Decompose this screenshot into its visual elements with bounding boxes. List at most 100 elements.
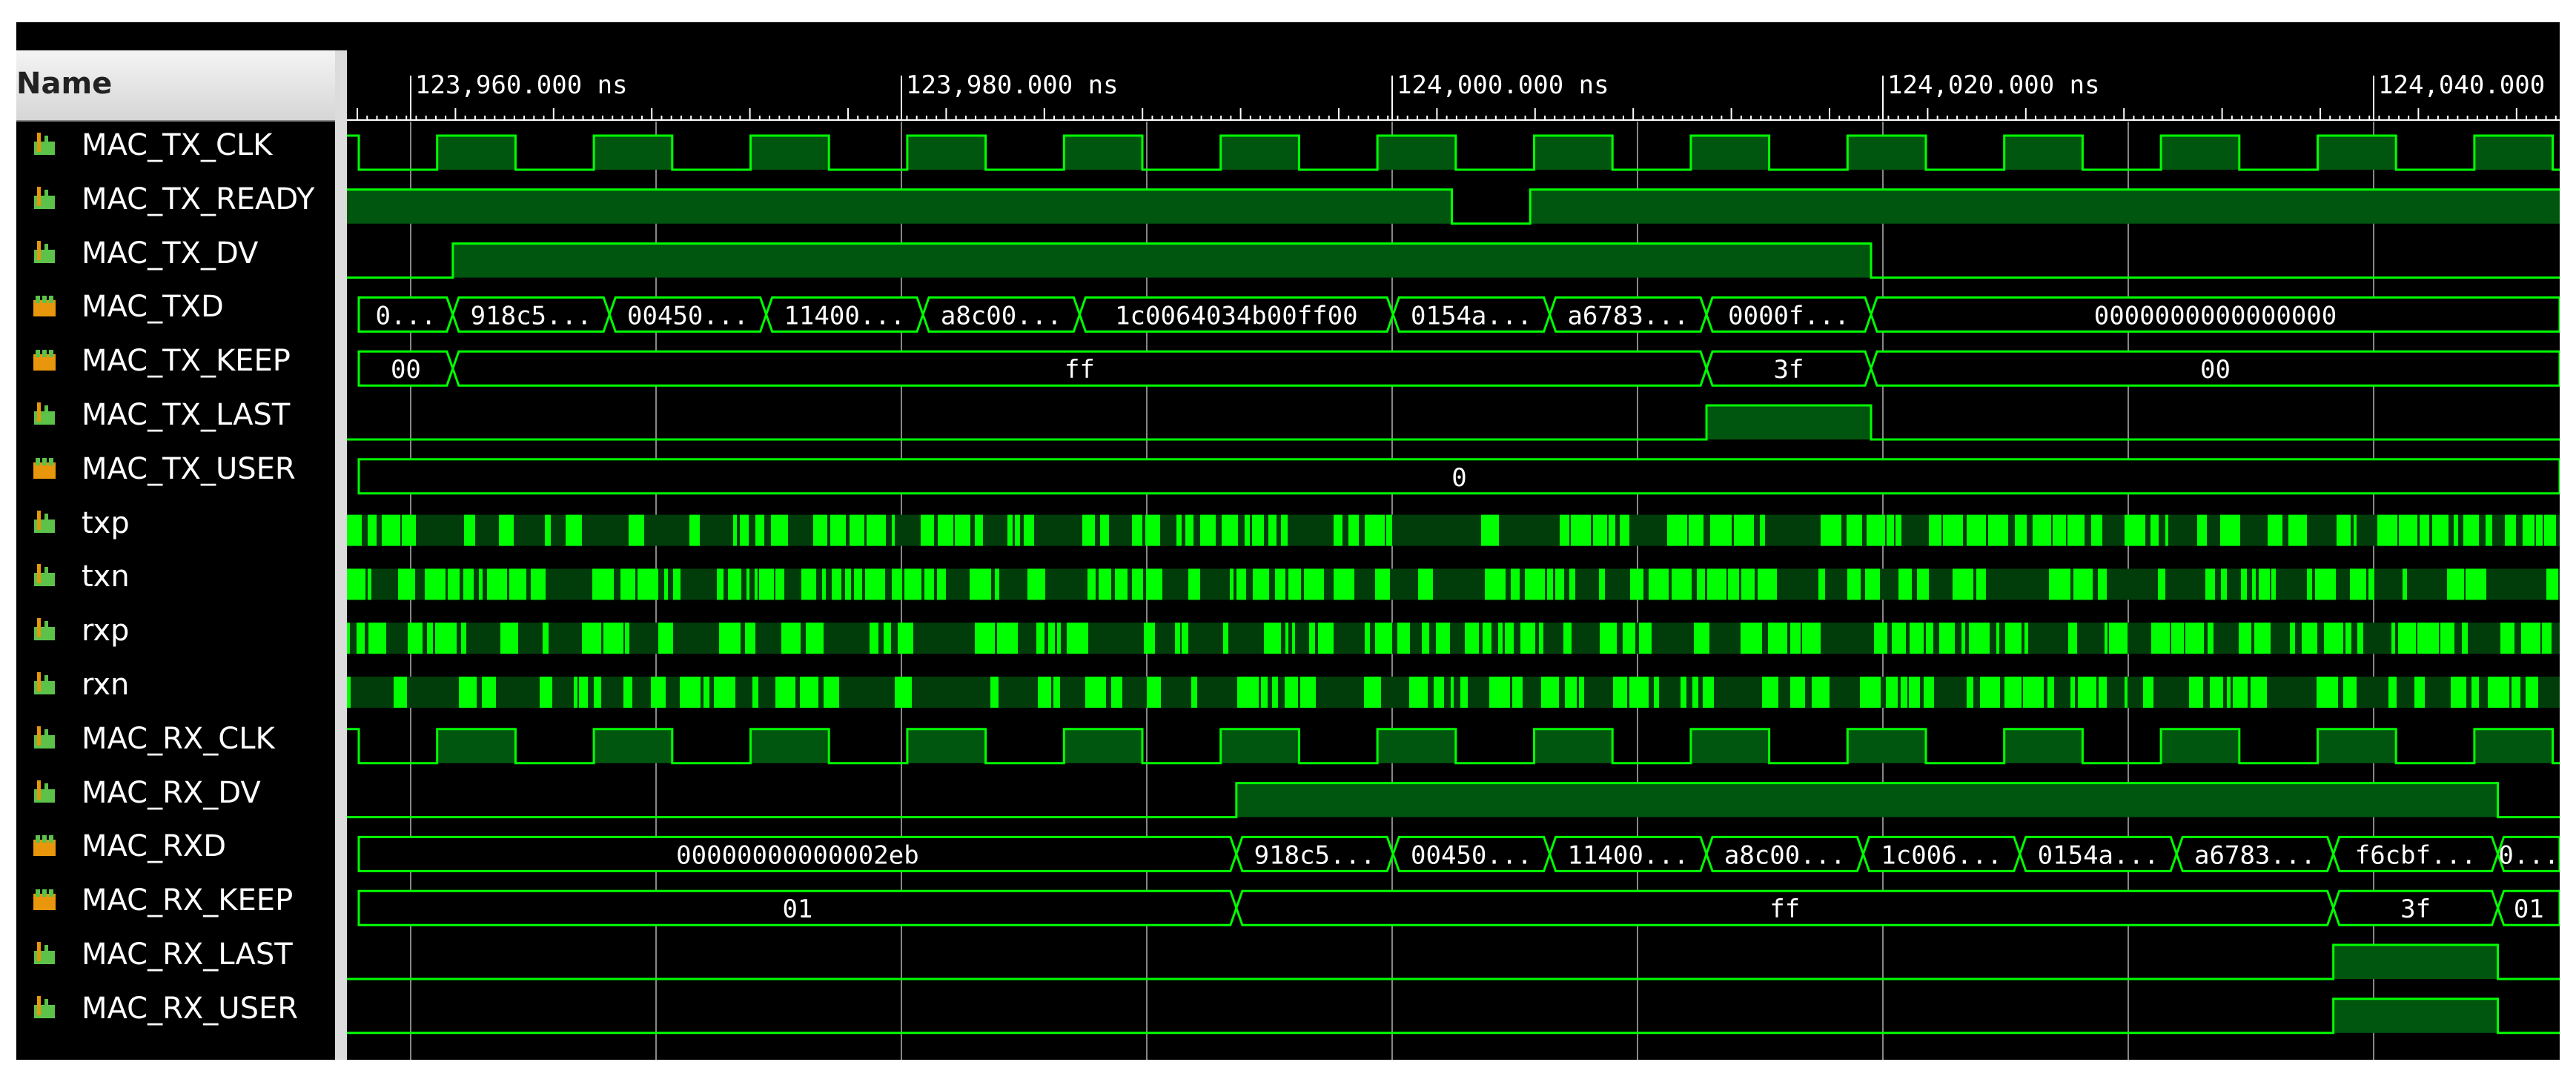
serial-bit — [1887, 514, 1894, 546]
signal-high-region — [1530, 189, 2560, 224]
waveform-mac-txd[interactable]: 0...918c5...00450...11400...a8c00...1c00… — [357, 296, 2560, 333]
serial-bit — [2271, 568, 2276, 600]
signal-row-txn[interactable]: txn — [27, 554, 335, 600]
serial-bit — [1629, 677, 1649, 708]
signal-row-rxn[interactable]: rxn — [27, 662, 335, 708]
serial-bit — [1710, 514, 1732, 546]
serial-bit — [975, 623, 995, 654]
signal-row-mac-rx-keep[interactable]: MAC_RX_KEEP — [27, 877, 335, 923]
serial-bit — [2185, 623, 2204, 654]
serial-bit — [2451, 677, 2466, 708]
waveform-mac-tx-user[interactable]: 0 — [357, 458, 2560, 495]
signal-high-region — [347, 189, 1452, 224]
serial-bit — [1132, 514, 1142, 546]
serial-bit — [1146, 568, 1162, 600]
waveform-mac-rx-user[interactable] — [347, 998, 2560, 1035]
signal-row-mac-tx-user[interactable]: MAC_TX_USER — [27, 446, 335, 492]
waveform-mac-tx-dv[interactable] — [347, 242, 2560, 279]
serial-bit — [1892, 623, 1906, 654]
serial-bit — [1760, 514, 1765, 546]
waveform-mac-tx-ready[interactable] — [347, 188, 2560, 225]
bus-value-label: 00000000000002eb — [676, 840, 919, 870]
signal-row-mac-tx-ready[interactable]: MAC_TX_READY — [27, 176, 335, 222]
serial-bit — [1901, 677, 1907, 708]
serial-bit — [1865, 568, 1880, 600]
serial-bit — [2091, 514, 2102, 546]
signal-name: rxp — [82, 614, 130, 648]
waveform-mac-rx-clk[interactable] — [347, 728, 2560, 765]
serial-bit — [1539, 623, 1543, 654]
signal-row-mac-tx-clk[interactable]: MAC_TX_CLK — [27, 122, 335, 168]
bus-value-label: 01 — [2514, 895, 2544, 924]
panel-splitter[interactable] — [335, 50, 347, 1060]
signal-row-mac-rx-dv[interactable]: MAC_RX_DV — [27, 770, 335, 816]
signal-row-mac-rx-last[interactable]: MAC_RX_LAST — [27, 932, 335, 978]
bus-value-segment — [1870, 296, 2560, 333]
serial-bit — [1593, 514, 1607, 546]
serial-bit — [728, 568, 741, 600]
serial-bit — [1926, 623, 1933, 654]
signal-row-rxp[interactable]: rxp — [27, 608, 335, 654]
name-column-header[interactable]: Name — [16, 50, 335, 122]
waveform-mac-tx-clk[interactable] — [347, 134, 2560, 171]
signal-row-mac-tx-dv[interactable]: MAC_TX_DV — [27, 230, 335, 276]
serial-bit — [2521, 623, 2540, 654]
serial-bit — [1867, 514, 1885, 546]
waveform-txp[interactable] — [347, 514, 2560, 546]
serial-bit — [845, 568, 851, 600]
serial-bit — [1703, 677, 1714, 708]
clock-high-pulse — [907, 728, 986, 763]
signal-row-mac-tx-keep[interactable]: MAC_TX_KEEP — [27, 338, 335, 384]
serial-bit — [1147, 677, 1161, 708]
serial-bit — [1288, 568, 1301, 600]
signal-row-mac-txd[interactable]: MAC_TXD — [27, 284, 335, 330]
bus-value-label: a8c00... — [941, 301, 1062, 331]
serial-bit — [347, 677, 351, 708]
waveform-txn[interactable] — [347, 568, 2560, 600]
signal-row-mac-rxd[interactable]: MAC_RXD — [27, 823, 335, 869]
serial-bit — [2105, 623, 2108, 654]
serial-bit — [2150, 514, 2159, 546]
serial-bit — [435, 623, 457, 654]
signal-high-region — [2333, 945, 2498, 979]
signal-row-mac-rx-user[interactable]: MAC_RX_USER — [27, 986, 335, 1032]
serial-bit — [1909, 677, 1920, 708]
waveform-rxn[interactable] — [347, 677, 2560, 708]
waveform-mac-rx-dv[interactable] — [347, 782, 2560, 819]
serial-bit — [1334, 568, 1354, 600]
serial-bit — [625, 623, 629, 654]
waveform-rxp[interactable] — [347, 623, 2560, 654]
signal-name: MAC_TX_DV — [82, 236, 259, 270]
signal-name: MAC_RX_KEEP — [82, 883, 294, 918]
serial-bit — [2099, 677, 2107, 708]
serial-bit — [1939, 623, 1955, 654]
clock-high-pulse — [2004, 728, 2083, 763]
clock-high-pulse — [2317, 728, 2397, 763]
serial-bit — [1082, 514, 1095, 546]
bus-value-label: 918c5... — [1254, 840, 1376, 870]
signal-row-mac-rx-clk[interactable]: MAC_RX_CLK — [27, 716, 335, 762]
serial-bit — [2391, 623, 2395, 654]
serial-bit — [2210, 677, 2223, 708]
bus-value-segment — [1870, 350, 2560, 387]
waveform-mac-rx-last[interactable] — [347, 943, 2560, 980]
digital-trace — [347, 998, 2560, 1035]
serial-bit — [1980, 677, 2000, 708]
serial-bit — [990, 677, 999, 708]
serial-bit — [1924, 677, 1934, 708]
signal-high-region — [452, 243, 1872, 278]
waveform-mac-tx-last[interactable] — [347, 404, 2560, 441]
serial-bit — [2067, 514, 2085, 546]
serial-bit — [895, 677, 912, 708]
serial-bit — [2288, 514, 2307, 546]
signal-row-mac-tx-last[interactable]: MAC_TX_LAST — [27, 392, 335, 438]
serial-bit — [427, 623, 433, 654]
signal-row-txp[interactable]: txp — [27, 500, 335, 546]
serial-bit — [717, 568, 724, 600]
